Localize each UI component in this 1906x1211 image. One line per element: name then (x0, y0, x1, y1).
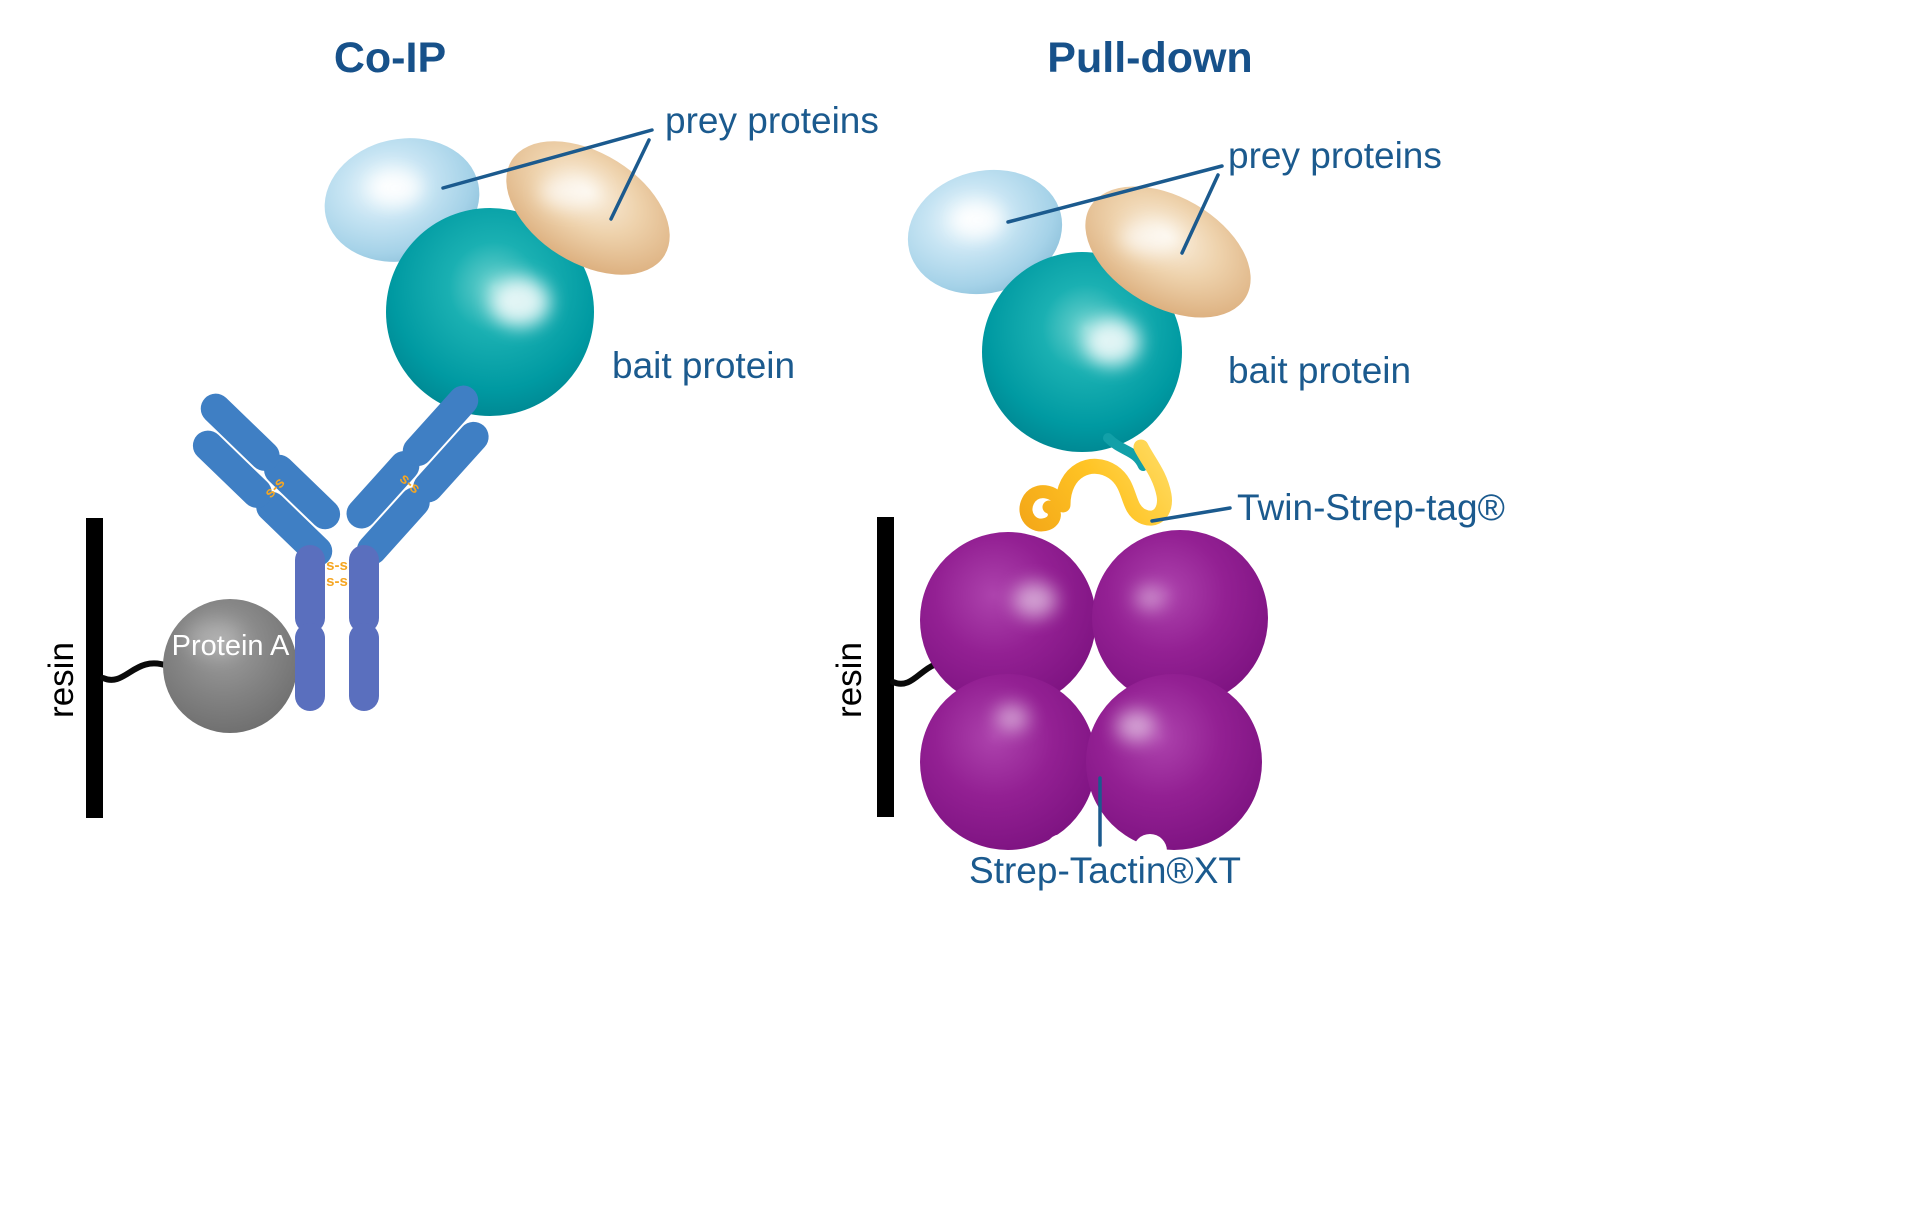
left-prey-tan-highlight (540, 176, 600, 208)
co-ip-panel: s-s s-s (86, 128, 670, 818)
pull-down-title: Pull-down (1047, 34, 1253, 82)
subunit-highlight (995, 704, 1029, 732)
subunit-highlight (1135, 586, 1165, 610)
right-resin-bar (877, 517, 894, 817)
protein-a-highlight (186, 620, 242, 656)
pull-down-panel (877, 164, 1268, 868)
twin-strep-tag-strand (1055, 439, 1172, 526)
right-prey-protein-tan (1085, 186, 1251, 318)
subunit-highlight (1013, 582, 1057, 618)
twin-strep-tag-pointer-line (1150, 506, 1232, 523)
right-resin-label: resin (830, 642, 869, 718)
strep-tactin-subunit (1092, 530, 1268, 706)
left-prey-pointer-line-2 (609, 138, 651, 221)
antibody-capsule (402, 385, 479, 467)
right-prey-pointer-line-1 (1006, 164, 1224, 224)
antibody-stem: s-s s-s (295, 545, 379, 711)
right-prey-tan-highlight (1120, 222, 1180, 254)
antibody: s-s s-s (192, 385, 489, 711)
twin-strep-tag (1019, 439, 1172, 532)
disulfide-bond-label: s-s (326, 557, 348, 574)
right-prey-blue-highlight (952, 203, 1004, 237)
right-bait-protein-label: bait protein (1228, 350, 1412, 391)
left-resin-bar (86, 518, 103, 818)
bait-tail (1103, 433, 1148, 471)
left-resin-connector (100, 660, 171, 683)
protein-a-label: Protein A (171, 630, 290, 662)
twin-strep-tag-label: Twin-Strep-tag® (1237, 487, 1505, 528)
left-prey-proteins-label: prey proteins (665, 100, 879, 141)
left-bait-protein-sphere (386, 208, 594, 416)
antibody-capsule (346, 450, 420, 529)
strep-tactin-subunit (1086, 674, 1262, 850)
right-prey-pointer-line-2 (1180, 173, 1220, 255)
strep-tactin-subunit (920, 674, 1096, 850)
right-bait-protein-sphere (982, 252, 1182, 452)
strep-tactin-tetramer (920, 530, 1268, 868)
left-prey-blue-highlight (370, 171, 422, 205)
right-bait-highlight (1084, 318, 1140, 366)
strep-tactin-subunit (920, 532, 1096, 708)
disulfide-bond-label: s-s (326, 573, 348, 590)
antibody-capsule (192, 430, 272, 508)
right-prey-proteins-label: prey proteins (1228, 135, 1442, 176)
antibody-capsule (200, 393, 280, 471)
antibody-capsule (413, 421, 489, 503)
left-prey-protein-tan (506, 141, 670, 275)
left-bait-protein-label: bait protein (612, 345, 796, 386)
tetramer-notch (1045, 834, 1079, 868)
antibody-left-arm: s-s (192, 393, 341, 567)
strep-tactin-label: Strep-Tactin®XT (969, 850, 1241, 891)
left-bait-highlight (490, 277, 550, 327)
subunit-highlight (1116, 710, 1156, 742)
twin-strep-tag-curl (1019, 485, 1070, 532)
antibody-right-arm: s-s (346, 385, 489, 565)
protein-a-sphere (163, 599, 297, 733)
antibody-capsule (256, 491, 333, 567)
left-prey-pointer-line-1 (441, 128, 654, 190)
antibody-capsule (356, 487, 430, 565)
tetramer-notch (1133, 834, 1167, 868)
left-resin-label: resin (42, 642, 81, 718)
co-ip-title: Co-IP (333, 34, 447, 82)
antibody-capsule (264, 454, 341, 530)
